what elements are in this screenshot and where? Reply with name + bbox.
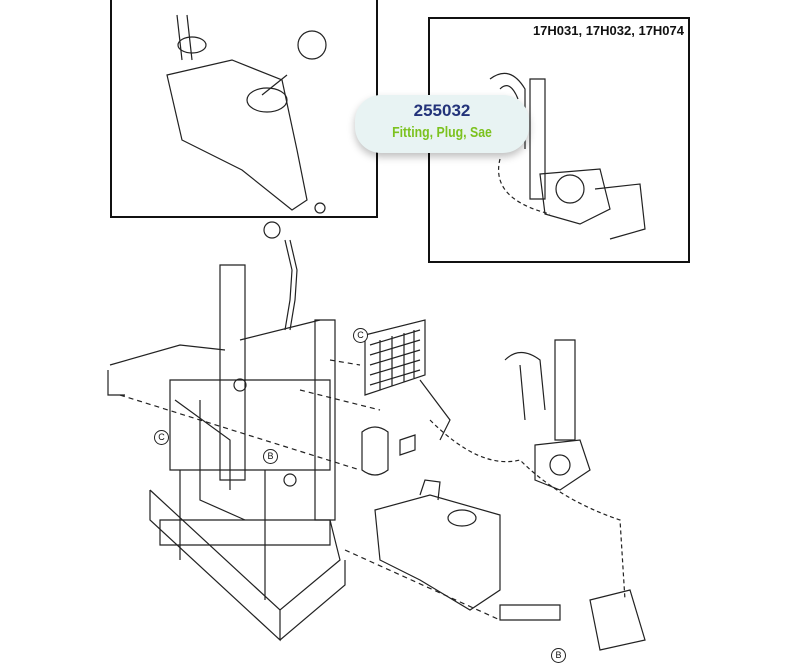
- pump-drawing: [419, 339, 646, 651]
- oil-cooler-drawing: [364, 319, 426, 396]
- filter-drawing: [361, 426, 416, 476]
- assembly-lines: [119, 359, 501, 621]
- callout-label-c: C: [353, 328, 368, 343]
- reservoir-drawing: [374, 479, 561, 621]
- reservoir-detail-drawing: [166, 14, 327, 214]
- pump-detail-drawing: [489, 72, 646, 240]
- callout-label-c: C: [154, 430, 169, 445]
- hose-drawing: [263, 221, 298, 331]
- model-numbers: 17H031, 17H032, 17H074: [532, 23, 684, 38]
- part-description: Fitting, Plug, Sae: [392, 124, 492, 141]
- part-callout[interactable]: 255032 Fitting, Plug, Sae: [355, 95, 529, 153]
- part-number: 255032: [413, 101, 471, 120]
- callout-label-b: B: [551, 648, 566, 663]
- callout-label-b: B: [263, 449, 278, 464]
- reservoir-detail-inset: [110, 0, 378, 218]
- frame-drawing: [107, 264, 346, 642]
